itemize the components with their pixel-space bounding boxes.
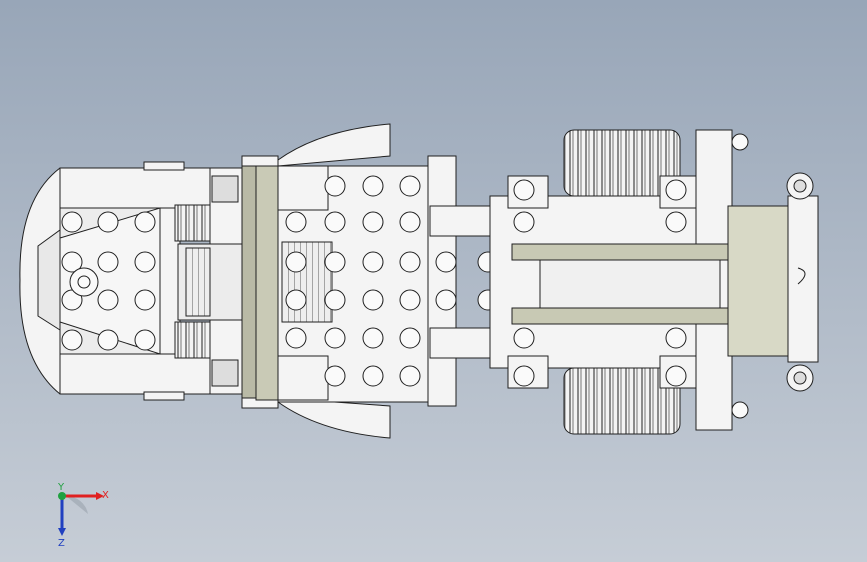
axle-beam-upper [511,243,731,261]
curved-wing [277,123,391,439]
z-axis-label: Z [58,538,65,549]
gear-left-upper [174,204,216,242]
x-axis-label: X [102,490,109,501]
y-axis-label: Y [57,482,65,493]
axle-beam-lower [511,307,731,325]
lego-assembly [19,123,819,439]
body-studs [285,175,499,387]
rear-studs [513,133,749,419]
nose-studs [61,211,156,351]
rear-cap [727,172,819,392]
axis-triad: X Y Z [57,482,109,549]
gear-left-lower [174,321,216,359]
y-axis-icon [58,492,66,500]
